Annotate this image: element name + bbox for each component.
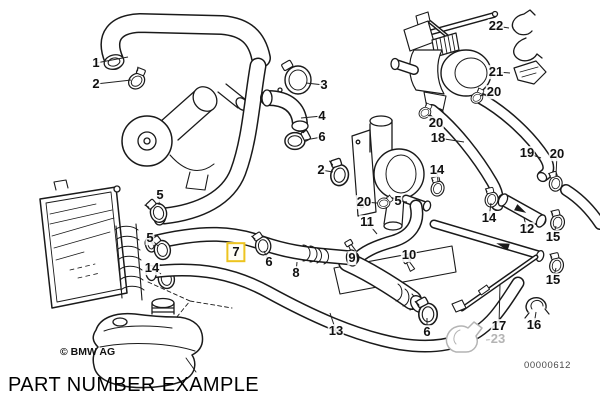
callout-6[interactable]: 6 [264,254,274,270]
callout-2[interactable]: 2 [316,162,326,178]
callout-18[interactable]: 18 [429,130,447,146]
callout-13[interactable]: 13 [327,323,345,339]
radiator [39,179,145,309]
thermostat-housing [351,115,425,231]
guide-dashes [147,281,233,319]
callout-3[interactable]: 3 [319,77,329,93]
hose-12 [497,193,547,228]
callout-7-highlighted[interactable]: 7 [226,242,246,262]
callout-1[interactable]: 1 [91,55,101,71]
bracket-21 [513,60,547,85]
water-pipe [429,219,545,263]
callout-20[interactable]: 20 [355,194,373,210]
rod-17 [451,254,539,313]
callout-5[interactable]: 5 [145,230,155,246]
callout-14[interactable]: 14 [143,260,161,276]
callout-8[interactable]: 8 [291,265,301,281]
callout-20[interactable]: 20 [427,115,445,131]
callout-2[interactable]: 2 [91,76,101,92]
callout-23[interactable]: 23 [489,331,507,347]
callout-20[interactable]: 20 [485,84,503,100]
callout-5[interactable]: 5 [393,193,403,209]
callout-19[interactable]: 19 [518,145,536,161]
callout-16[interactable]: 16 [525,317,543,333]
callout-14[interactable]: 14 [480,210,498,226]
throttle-body [390,10,499,117]
callout-10[interactable]: 10 [400,247,418,263]
callout-12[interactable]: 12 [518,221,536,237]
bmw-copyright: © BMW AG [60,346,116,358]
callout-22[interactable]: 22 [487,18,505,34]
callout-14[interactable]: 14 [428,162,446,178]
clips-22 [511,9,543,62]
callout-15[interactable]: 15 [544,272,562,288]
callout-6[interactable]: 6 [422,324,432,340]
diagram-number: 00000612 [524,360,572,371]
clip-16 [524,297,550,319]
expansion-tank [92,297,204,389]
hose-19 [474,92,555,183]
hose-4 [260,89,309,132]
callout-9[interactable]: 9 [347,250,357,266]
callout-21[interactable]: 21 [487,64,505,80]
callout-20[interactable]: 20 [548,146,566,162]
bracket-23 [445,321,483,353]
footer-title: PART NUMBER EXAMPLE [8,374,259,396]
callout-15[interactable]: 15 [544,229,562,245]
callout-4[interactable]: 4 [317,108,327,124]
callout-6[interactable]: 6 [317,129,327,145]
callout-11[interactable]: 11 [359,214,375,230]
callout-5[interactable]: 5 [155,187,165,203]
